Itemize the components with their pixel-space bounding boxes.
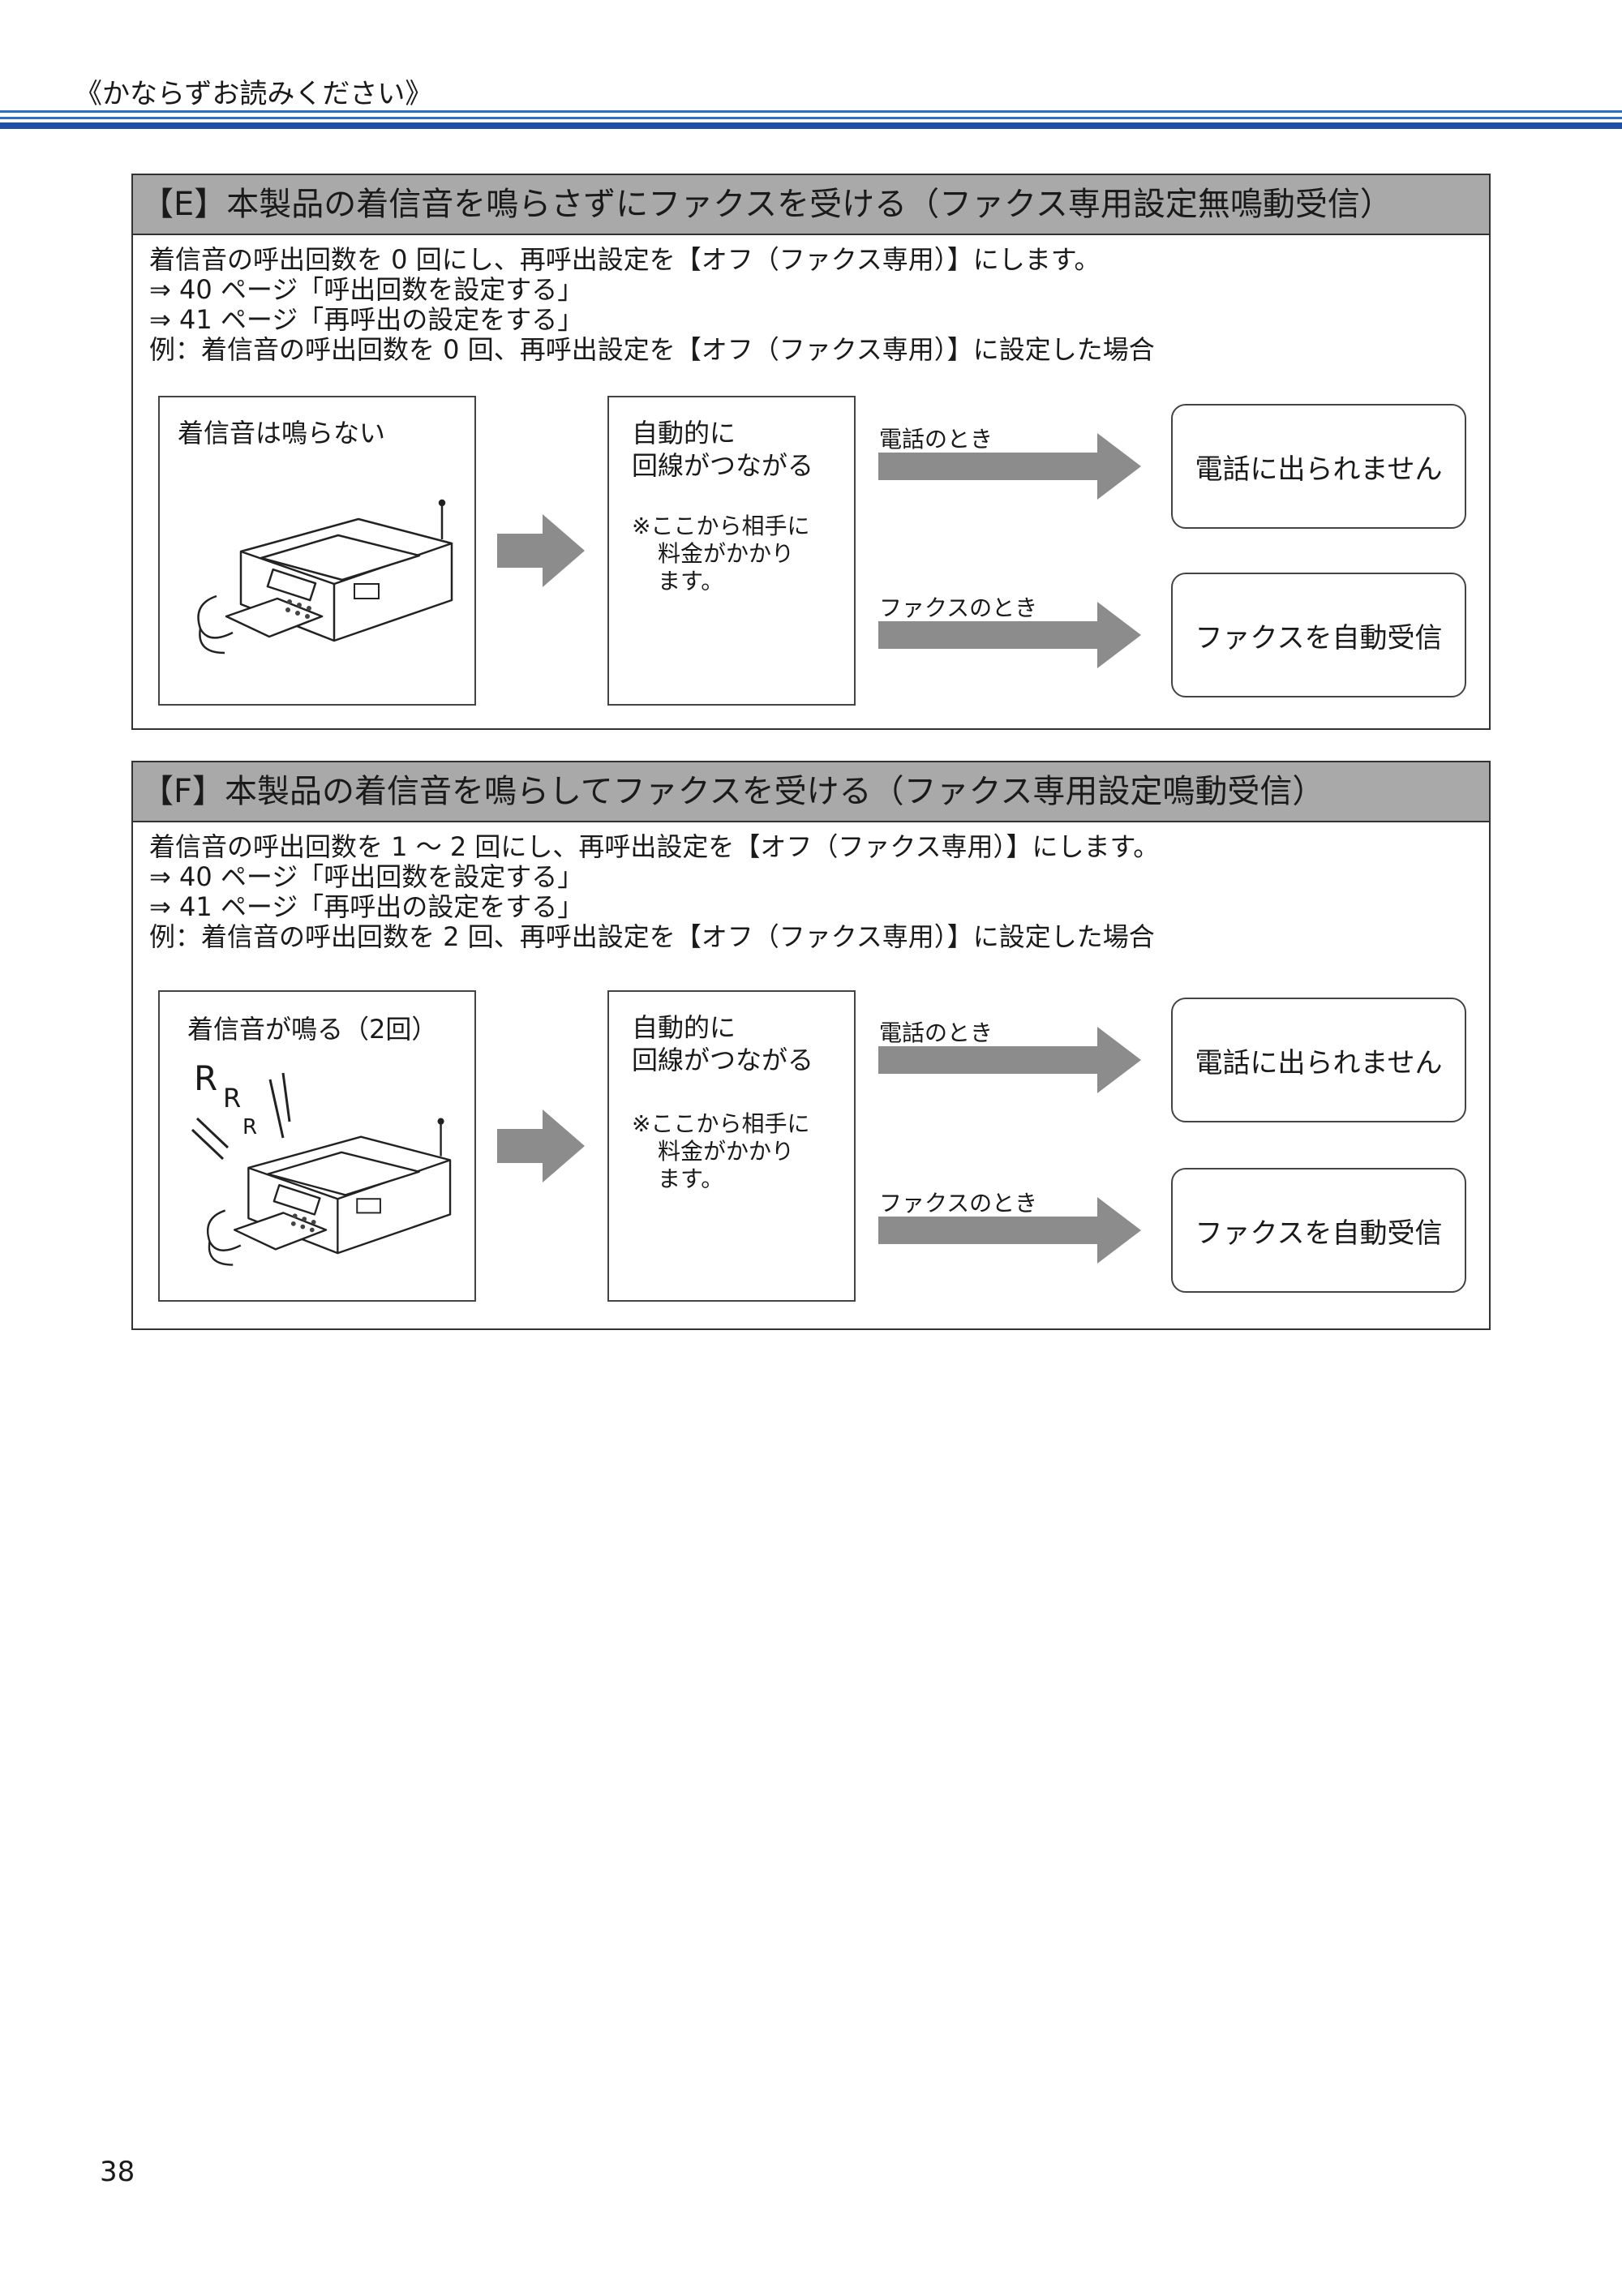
section-f: 【F】本製品の着信音を鳴らしてファクスを受ける（ファクス専用設定鳴動受信） 着信… <box>131 761 1491 1330</box>
section-e: 【E】本製品の着信音を鳴らさずにファクスを受ける（ファクス専用設定無鳴動受信） … <box>131 174 1491 730</box>
section-e-connect-line-1: 自動的に <box>632 418 736 448</box>
header-rule-thick <box>0 122 1622 129</box>
page-header: 《かならずお読みください》 <box>75 78 433 110</box>
section-e-note-2: 料金がかかり <box>658 540 795 567</box>
section-f-device-caption: 着信音が鳴る（2回） <box>187 1014 438 1045</box>
section-f-fax-label: ファクスのとき <box>879 1190 1038 1217</box>
section-f-link-40[interactable]: ⇒ 40 ページ「呼出回数を設定する」 <box>149 861 584 892</box>
section-e-note-1: ※ここから相手に <box>632 513 810 539</box>
section-f-note-1: ※ここから相手に <box>632 1110 810 1137</box>
section-e-description: 着信音の呼出回数を 0 回にし、再呼出設定を【オフ（ファクス専用）】にします。 … <box>133 235 1489 365</box>
section-e-link-41[interactable]: ⇒ 41 ページ「再呼出の設定をする」 <box>149 304 584 335</box>
section-f-phone-label: 電話のとき <box>879 1019 993 1046</box>
section-f-device-box: 着信音が鳴る（2回） R R R <box>158 990 476 1302</box>
section-e-title: 【E】本製品の着信音を鳴らさずにファクスを受ける（ファクス専用設定無鳴動受信） <box>133 175 1489 235</box>
section-f-link-41[interactable]: ⇒ 41 ページ「再呼出の設定をする」 <box>149 891 584 922</box>
section-e-connect-box: 自動的に 回線がつながる ※ここから相手に 料金がかかり ます。 <box>607 396 856 706</box>
section-f-connect-line-2: 回線がつながる <box>632 1045 814 1075</box>
phone-arrow-icon <box>878 1027 1141 1093</box>
section-e-note-3: ます。 <box>658 568 724 594</box>
section-e-device-caption: 着信音は鳴らない <box>178 418 386 448</box>
section-e-example: 例：着信音の呼出回数を 0 回、再呼出設定を【オフ（ファクス専用）】に設定した場… <box>149 334 1155 365</box>
section-e-link-40[interactable]: ⇒ 40 ページ「呼出回数を設定する」 <box>149 274 584 305</box>
section-f-description: 着信音の呼出回数を 1 ～ 2 回にし、再呼出設定を【オフ（ファクス専用）】にし… <box>133 822 1489 952</box>
page-number: 38 <box>100 2156 135 2188</box>
section-f-phone-result: 電話に出られません <box>1171 998 1466 1122</box>
flow-arrow-icon <box>497 514 585 587</box>
section-f-line-1: 着信音の呼出回数を 1 ～ 2 回にし、再呼出設定を【オフ（ファクス専用）】にし… <box>149 831 1160 862</box>
ring-letter-small: R <box>242 1115 258 1139</box>
header-rule-thin-2 <box>0 117 1622 119</box>
section-e-line-1: 着信音の呼出回数を 0 回にし、再呼出設定を【オフ（ファクス専用）】にします。 <box>149 244 1101 275</box>
fax-machine-icon <box>206 1118 452 1266</box>
header-rule-thin <box>0 110 1622 113</box>
section-f-title: 【F】本製品の着信音を鳴らしてファクスを受ける（ファクス専用設定鳴動受信） <box>133 762 1489 822</box>
section-e-fax-result: ファクスを自動受信 <box>1171 573 1466 697</box>
section-f-note-3: ます。 <box>658 1165 724 1192</box>
section-f-fax-result: ファクスを自動受信 <box>1171 1168 1466 1293</box>
section-f-connect-line-1: 自動的に <box>632 1012 736 1043</box>
ring-lines-icon <box>191 1072 291 1161</box>
ring-letter-medium: R <box>223 1083 242 1114</box>
fax-machine-icon <box>197 499 453 654</box>
fax-arrow-icon <box>878 602 1141 668</box>
section-e-device-box: 着信音は鳴らない <box>158 396 476 706</box>
phone-arrow-icon <box>878 433 1141 500</box>
ring-letter-large: R <box>194 1058 218 1098</box>
flow-arrow-icon <box>497 1109 585 1182</box>
section-e-phone-label: 電話のとき <box>879 426 993 453</box>
fax-arrow-icon <box>878 1197 1141 1264</box>
section-f-example: 例：着信音の呼出回数を 2 回、再呼出設定を【オフ（ファクス専用）】に設定した場… <box>149 921 1155 952</box>
section-f-note-2: 料金がかかり <box>658 1138 795 1165</box>
section-e-phone-result: 電話に出られません <box>1171 404 1466 529</box>
section-f-connect-box: 自動的に 回線がつながる ※ここから相手に 料金がかかり ます。 <box>607 990 856 1302</box>
section-e-connect-line-2: 回線がつながる <box>632 450 814 481</box>
section-e-fax-label: ファクスのとき <box>879 594 1038 621</box>
